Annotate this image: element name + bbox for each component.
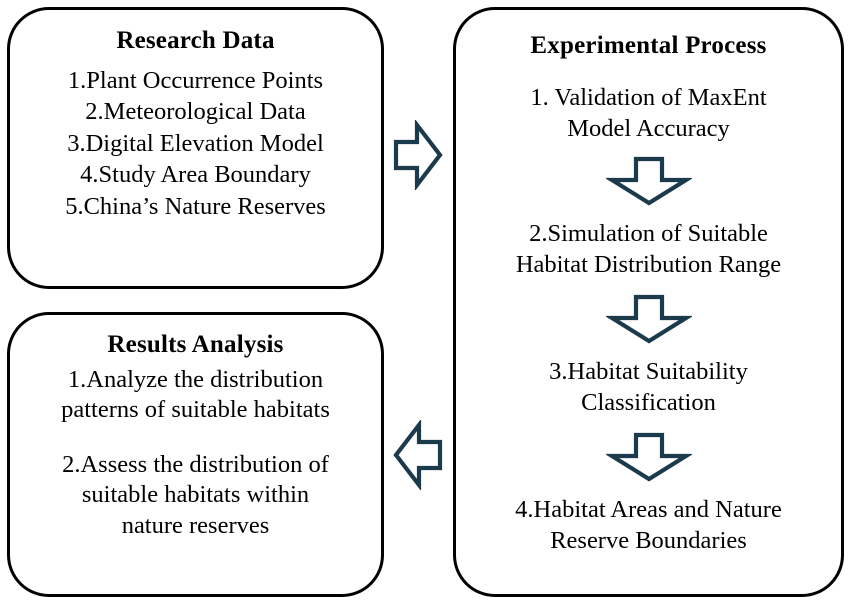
process-step: 2.Simulation of Suitable Habitat Distrib… [515,219,782,278]
list-item: 5.China’s Nature Reserves [65,192,326,220]
research-data-title: Research Data [116,27,275,54]
experimental-process-box: Experimental Process 1. Validation of Ma… [453,7,844,597]
list-item: 1.Analyze the distribution patterns of s… [61,365,330,424]
process-step: 3.Habitat Suitability Classification [549,357,748,417]
list-item: 2.Meteorological Data [85,98,306,126]
list-item: 2.Assess the distribution of suitable ha… [62,450,329,539]
research-data-item-list: 1.Plant Occurrence Points 2.Meteorologic… [10,65,381,223]
results-analysis-box: Results Analysis 1.Analyze the distribut… [7,312,384,597]
arrow-down-icon [605,156,692,206]
process-step: 4.Habitat Areas and Nature Reserve Bound… [515,496,782,555]
list-item: 3.Digital Elevation Model [67,129,324,157]
list-item: 4.Study Area Boundary [80,161,311,189]
experimental-process-title: Experimental Process [530,32,767,59]
arrow-left-icon [393,420,443,490]
results-analysis-title: Results Analysis [107,331,284,358]
arrow-down-icon [605,433,692,482]
arrow-down-icon [605,294,692,344]
research-data-box: Research Data 1.Plant Occurrence Points … [7,7,384,289]
process-step: 1. Validation of MaxEnt Model Accuracy [530,83,767,142]
arrow-right-icon [393,120,443,190]
experimental-process-steps: 1. Validation of MaxEnt Model Accuracy 2… [456,82,841,557]
results-analysis-item-list: 1.Analyze the distribution patterns of s… [10,365,381,542]
list-item: 1.Plant Occurrence Points [67,66,324,94]
